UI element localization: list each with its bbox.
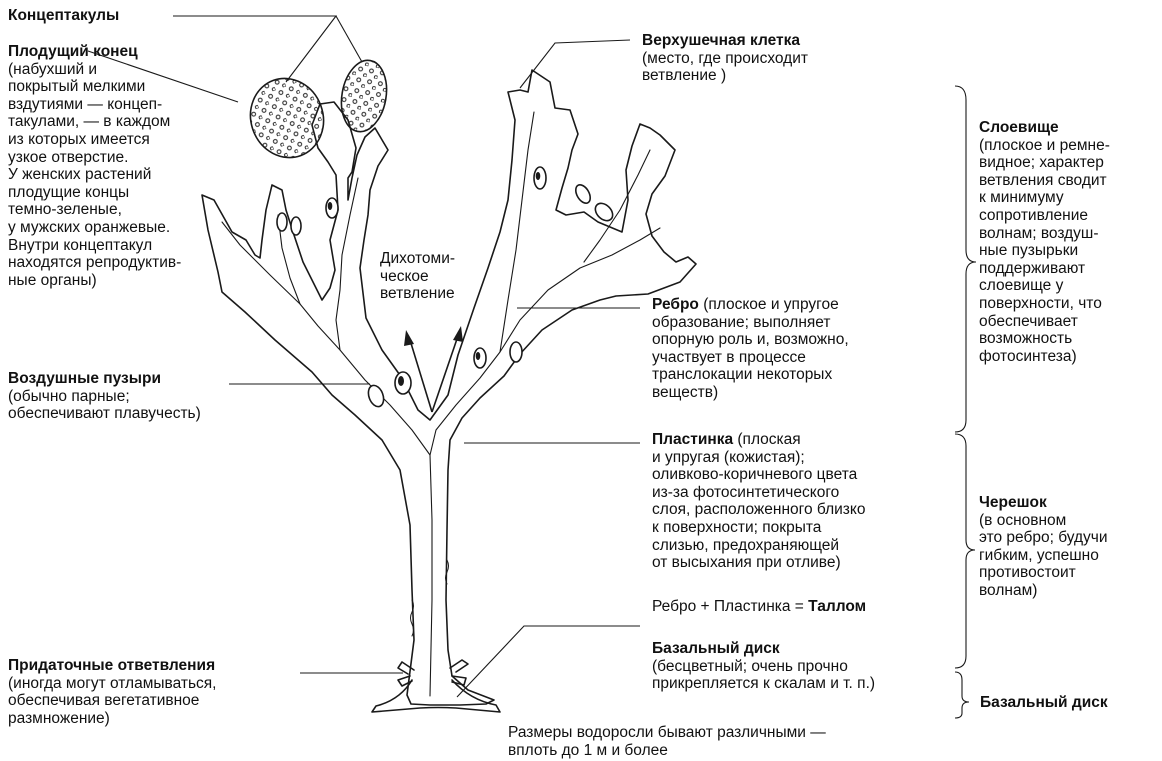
label-adventitious-branches: Придаточные ответвления (иногда могут от…: [8, 657, 216, 727]
label-frond: Слоевище (плоское и ремне- видное; харак…: [979, 119, 1110, 365]
midrib-desc-first: (плоское и упругое: [699, 296, 839, 313]
branching-arrows: [410, 336, 458, 412]
thallus-outline: [202, 70, 696, 705]
midrib-desc: образование; выполняет опорную роль и, в…: [652, 314, 849, 402]
label-formula: Ребро + Пластинка = Таллом: [652, 598, 866, 616]
air-bladders-title: Воздушные пузыри: [8, 370, 201, 388]
holdfast-disc: [372, 680, 500, 712]
frond-desc: (плоское и ремне- видное; характер ветвл…: [979, 137, 1110, 366]
adventitious-title: Придаточные ответвления: [8, 657, 216, 675]
fruiting-end-desc: (набухший и покрытый мелкими вздутиями —…: [8, 61, 181, 290]
label-lamina: Пластинка (плоская и упругая (кожистая);…: [652, 431, 865, 572]
conceptacle-right: [336, 57, 392, 136]
thallus: [202, 70, 696, 712]
label-size-note: Размеры водоросли бывают различными — вп…: [508, 724, 826, 759]
lamina-desc-first: (плоская: [733, 431, 801, 448]
lamina-title: Пластинка: [652, 431, 733, 448]
label-apical-cell: Верхушечная клетка (место, где происходи…: [642, 32, 808, 85]
apical-cell-desc: (место, где происходит ветвление ): [642, 50, 808, 85]
apical-cell-title: Верхушечная клетка: [642, 32, 808, 50]
label-holdfast: Базальный диск (бесцветный; очень прочно…: [652, 640, 875, 693]
label-dichotomous-branching: Дихотоми- ческое ветвление: [380, 250, 455, 303]
braces: [955, 86, 976, 718]
label-air-bladders: Воздушные пузыри (обычно парные; обеспеч…: [8, 370, 201, 423]
label-holdfast-region: Базальный диск: [980, 694, 1108, 712]
frond-title: Слоевище: [979, 119, 1110, 137]
label-conceptacles: Концептакулы: [8, 7, 119, 25]
adventitious-desc: (иногда могут отламываться, обеспечивая …: [8, 675, 216, 728]
midrib-title: Ребро: [652, 296, 699, 313]
conceptacle-left: [239, 68, 334, 168]
stipe-desc: (в основном это ребро; будучи гибким, ус…: [979, 512, 1108, 600]
holdfast-desc: (бесцветный; очень прочно прикрепляется …: [652, 658, 875, 693]
dichotomous-text: Дихотоми- ческое ветвление: [380, 250, 455, 303]
label-midrib: Ребро (плоское и упругое образование; вы…: [652, 296, 849, 402]
air-bladders-desc: (обычно парные; обеспечивают плавучесть): [8, 388, 201, 423]
holdfast-title: Базальный диск: [652, 640, 875, 658]
fruiting-end-title: Плодущий конец: [8, 43, 181, 61]
stipe-title: Черешок: [979, 494, 1108, 512]
label-stipe: Черешок (в основном это ребро; будучи ги…: [979, 494, 1108, 600]
formula-result: Таллом: [808, 598, 866, 615]
formula-prefix: Ребро + Пластинка =: [652, 598, 808, 615]
lamina-desc: и упругая (кожистая); оливково-коричнево…: [652, 449, 865, 572]
conceptacles-title: Концептакулы: [8, 7, 119, 24]
label-fruiting-end: Плодущий конец (набухший и покрытый мелк…: [8, 43, 181, 289]
holdfast-region-title: Базальный диск: [980, 694, 1108, 711]
size-note-text: Размеры водоросли бывают различными — вп…: [508, 724, 826, 759]
